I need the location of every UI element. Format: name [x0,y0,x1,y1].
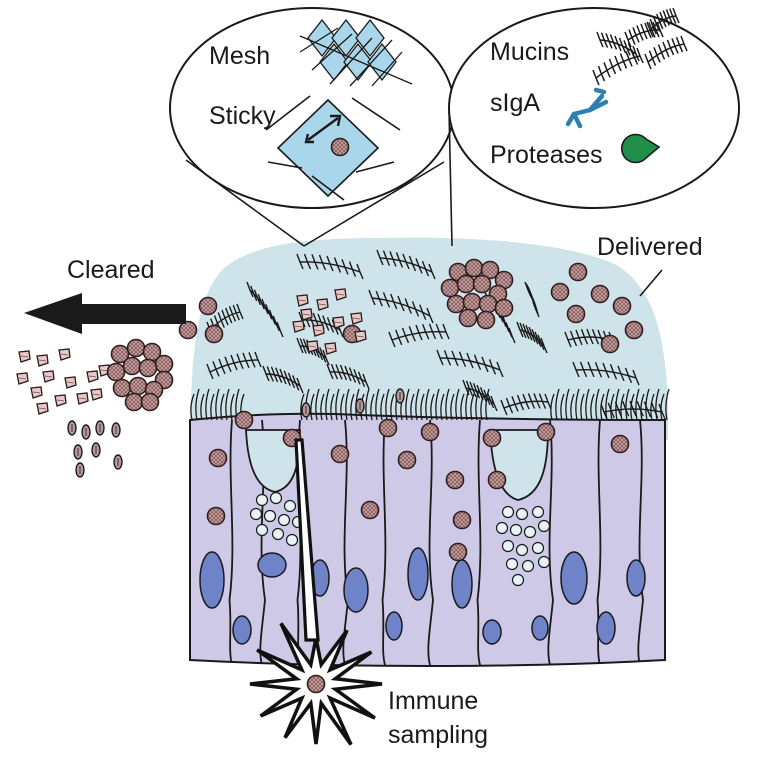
mesh-icon [299,18,413,87]
mucin-fibers [206,249,666,420]
label-siga: sIgA [490,89,540,117]
pacman-enzyme-icon [620,133,661,164]
label-delivered: Delivered [597,233,703,261]
sticky-icon [265,95,401,201]
double-arrow-icon [304,114,342,144]
label-immune-line1: Immune [388,687,478,715]
label-sticky: Sticky [209,102,276,130]
antibody-icon [565,87,609,129]
label-mesh: Mesh [209,42,270,70]
mucin-fiber-icon [592,7,688,86]
label-cleared: Cleared [67,256,155,284]
label-mucins: Mucins [490,38,569,66]
left-arrow-icon [24,293,186,334]
delivered-pointer [639,269,663,297]
label-immune-line2: sampling [388,721,488,749]
label-proteases: Proteases [490,141,603,169]
dendritic-cell [249,438,383,746]
